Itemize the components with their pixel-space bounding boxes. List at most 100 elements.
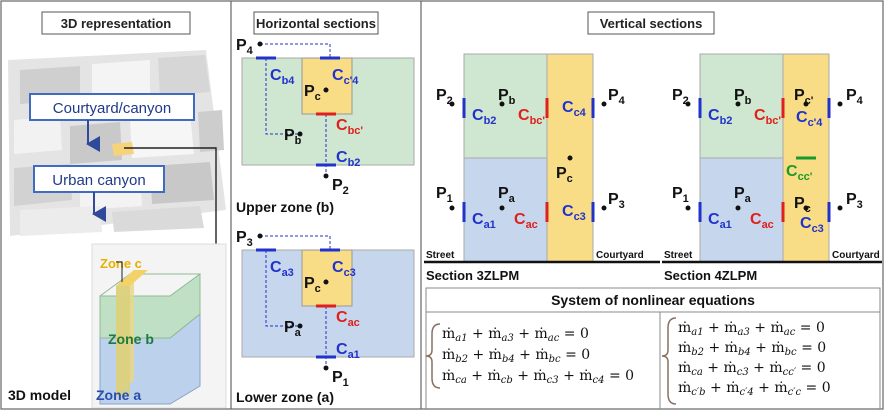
section-3-label: Section 3ZLPM: [426, 268, 519, 283]
zone-c-pointer: [116, 261, 123, 282]
node-dot: [449, 101, 455, 107]
3d-model: [91, 243, 227, 409]
node-dot: [735, 205, 741, 211]
node-dot: [257, 41, 263, 47]
point-label-p2: P2: [436, 87, 453, 107]
node-dot: [685, 101, 691, 107]
panel-title: 3D representation: [61, 16, 172, 31]
coefficient-label-cbcp: Cbc': [754, 107, 781, 127]
coefficient-label-ca1: Ca1: [708, 211, 732, 231]
point-label-pc: Pc: [556, 165, 573, 185]
flow-path: [265, 250, 300, 327]
point-label-pc: Pc: [304, 275, 321, 295]
point-label-p3: P3: [236, 229, 253, 249]
equations-title-box: [425, 287, 881, 313]
point-label-p1: P1: [436, 185, 453, 205]
flow-path: [265, 58, 300, 135]
street-label: Street: [426, 250, 455, 261]
flow-path: [260, 235, 331, 250]
point-label-p4: P4: [236, 37, 254, 57]
point-label-pcp: Pc': [794, 87, 814, 107]
panel-title-box: [587, 11, 715, 35]
node-dot: [323, 279, 329, 285]
equation-left-2: ṁb2 + ṁb4 + ṁbc = 0: [442, 347, 590, 365]
coefficient-label-cc3: Cc3: [800, 215, 824, 235]
equation-right-3: ṁca + ṁc3 + ṁcc′ = 0: [678, 360, 826, 378]
coefficient-label-cac: Cac: [514, 211, 538, 231]
node-dot: [803, 205, 809, 211]
coefficient-label-cac: Cac: [750, 211, 774, 231]
node-dot: [449, 205, 455, 211]
point-label-p3: P3: [608, 191, 625, 211]
equations-brace: [661, 317, 677, 405]
courtyard-canyon-label: Courtyard/canyon: [53, 100, 171, 117]
node-dot: [499, 101, 505, 107]
point-label-p1: P1: [332, 369, 349, 389]
section-4-lower-zone: [699, 157, 784, 263]
node-dot: [257, 233, 263, 239]
point-label-pb: Pb: [284, 127, 302, 147]
courtyard-canyon-label-box: [29, 93, 195, 121]
panel-horizontal-sections: Horizontal sections Upper zone (b) Lower…: [236, 11, 415, 405]
equation-left-1: ṁa1 + ṁa3 + ṁac = 0: [442, 326, 589, 344]
point-label-pa: Pa: [284, 319, 302, 339]
zone-a-label: Zone a: [96, 387, 141, 403]
node-dot: [837, 101, 843, 107]
coefficient-label-cc3: Cc3: [562, 203, 586, 223]
point-label-pc: Pc: [794, 195, 811, 215]
3d-model-label: 3D model: [8, 387, 71, 403]
panel-title: Vertical sections: [600, 16, 703, 31]
panel-title-box: [253, 11, 379, 35]
upper-zone-caption: Upper zone (b): [236, 199, 334, 215]
section-4-upper-zone: [699, 53, 784, 159]
equation-right-1: ṁa1 + ṁa3 + ṁac = 0: [678, 320, 825, 338]
coefficient-label-cb2: Cb2: [708, 107, 732, 127]
coefficient-label-ccp4: Cc'4: [332, 67, 359, 87]
section-4-label: Section 4ZLPM: [664, 268, 757, 283]
point-label-pb: Pb: [734, 87, 752, 107]
street-label: Street: [664, 250, 693, 261]
node-dot: [567, 155, 573, 161]
point-label-pa: Pa: [734, 185, 752, 205]
zone-c-label: Zone c: [100, 256, 142, 271]
panel-title: Horizontal sections: [256, 16, 376, 31]
point-label-pb: Pb: [498, 87, 516, 107]
coefficient-label-cac: Cac: [336, 309, 360, 329]
equations-title: System of nonlinear equations: [551, 292, 755, 308]
coefficient-label-cb4: Cb4: [270, 67, 295, 87]
point-label-p2: P2: [332, 177, 349, 197]
node-dot: [323, 365, 329, 371]
point-label-p4: P4: [846, 87, 864, 107]
coefficient-label-cc3: Cc3: [332, 259, 356, 279]
node-dot: [803, 101, 809, 107]
urban-canyon-label-box: [33, 165, 165, 193]
equation-left-3: ṁca + ṁcb + ṁc3 + ṁc4 = 0: [442, 368, 634, 386]
coefficient-label-cbcp: Cbc': [518, 107, 545, 127]
coefficient-label-cc4: Cc4: [562, 99, 587, 119]
coefficient-label-cccp: Ccc': [786, 163, 813, 183]
panel-3d-representation: 3D representation Courtyard/canyon Urban…: [8, 11, 227, 409]
node-dot: [297, 323, 303, 329]
node-dot: [735, 101, 741, 107]
urban-canyon-label: Urban canyon: [52, 172, 145, 189]
upper-zone-courtyard: [301, 57, 353, 115]
node-dot: [601, 205, 607, 211]
node-dot: [837, 205, 843, 211]
city-model-image: [8, 50, 226, 236]
equations-brace: [425, 323, 441, 389]
coefficient-label-cbcp: Cbc': [336, 117, 363, 137]
point-label-pa: Pa: [498, 185, 516, 205]
coefficient-label-ca1: Ca1: [336, 341, 360, 361]
coefficient-label-cb2: Cb2: [472, 107, 496, 127]
courtyard-label: Courtyard: [832, 250, 880, 261]
point-label-p3: P3: [846, 191, 863, 211]
node-dot: [297, 131, 303, 137]
coefficient-label-ccp4: Cc'4: [796, 109, 823, 129]
node-dot: [601, 101, 607, 107]
panel-vertical-sections: Vertical sections Street Courtyard Secti…: [424, 11, 882, 409]
section-3-upper-zone: [463, 53, 548, 159]
zone-b-label: Zone b: [108, 331, 154, 347]
point-label-p4: P4: [608, 87, 626, 107]
node-dot: [323, 87, 329, 93]
